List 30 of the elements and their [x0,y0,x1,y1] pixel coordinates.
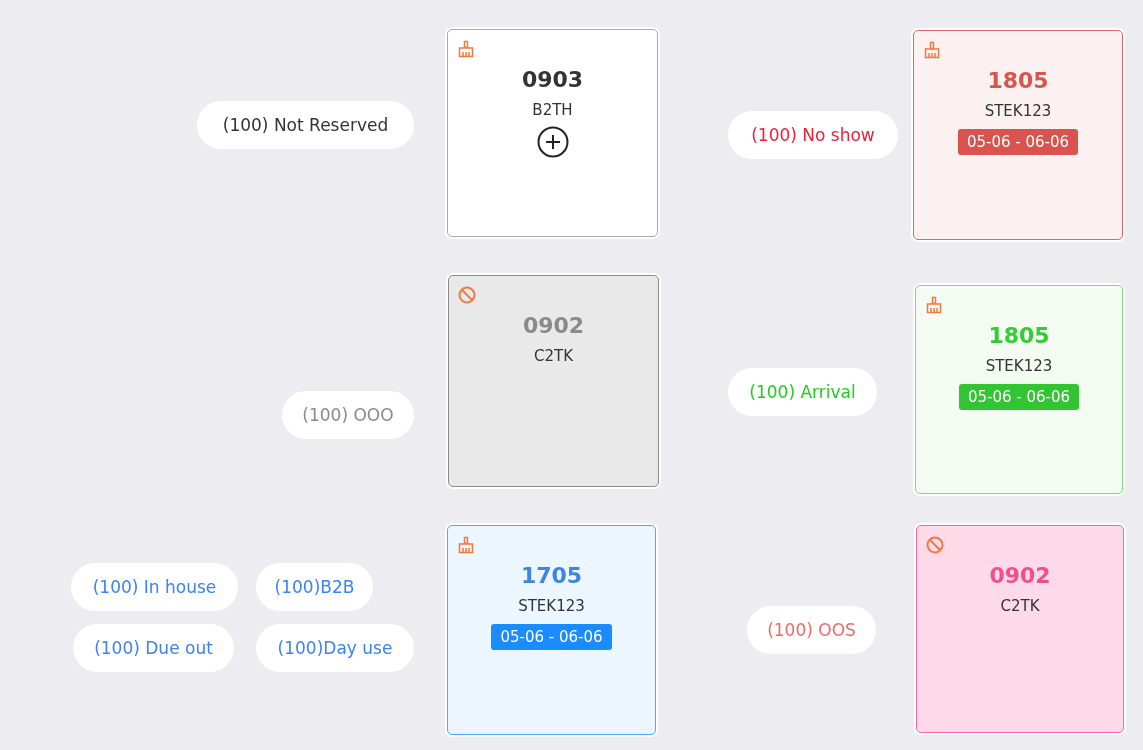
room-number: 1805 [988,322,1050,350]
room-type: C2TK [534,346,573,366]
room-card [447,525,656,735]
room-card [448,275,659,487]
status-pill: (100) Arrival [728,368,877,416]
status-pill: (100) OOO [282,391,414,439]
status-pill: (100) Due out [73,624,234,672]
room-number: 0902 [989,562,1051,590]
room-type: STEK123 [518,596,585,616]
room-type: STEK123 [985,356,1053,376]
date-range-badge: 05-06 - 06-06 [958,384,1080,410]
room-type: STEK123 [984,101,1052,121]
status-pill: (100) Not Reserved [197,101,414,149]
status-pill: (100) In house [71,563,238,611]
room-card [915,285,1123,494]
room-number: 0903 [521,66,584,94]
room-type: C2TK [1000,596,1040,616]
room-card [913,30,1123,240]
date-range-badge: 05-06 - 06-06 [957,129,1079,155]
room-type: B2TH [532,100,573,120]
room-number: 1705 [520,562,583,590]
room-number: 1805 [987,67,1049,95]
room-card [916,525,1124,733]
date-range-badge: 05-06 - 06-06 [491,624,612,650]
status-pill: (100) OOS [747,606,876,654]
room-card [447,29,658,237]
status-pill: (100)B2B [256,563,373,611]
status-pill: (100)Day use [256,624,414,672]
status-pill: (100) No show [728,111,898,159]
room-number: 0902 [522,312,585,340]
